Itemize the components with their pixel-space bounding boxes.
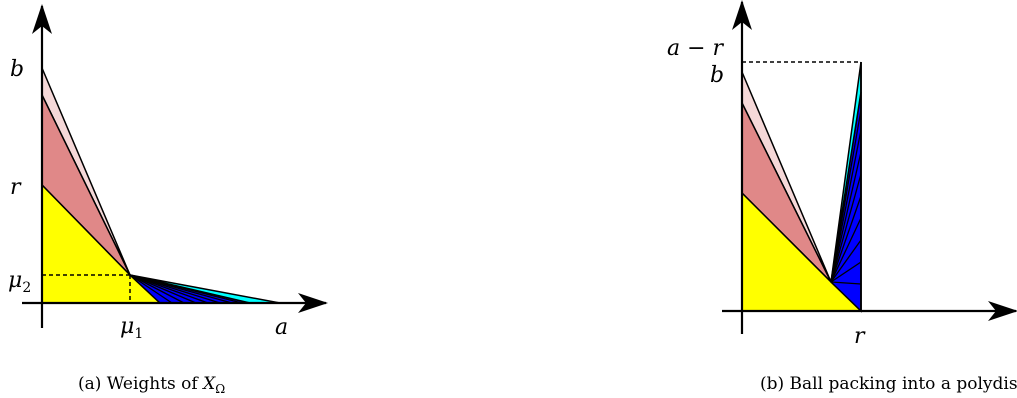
fan-lines-b	[830, 109, 862, 285]
label-r-a: r	[10, 175, 22, 200]
label-a-minus-r: a − r	[667, 36, 725, 61]
panel-b: a − r b r (b) Ball packing into a polydi…	[667, 0, 1017, 394]
panel-a: b r μ2 μ1 a (a) Weights of XΩ	[8, 4, 328, 396]
label-b-a: b	[10, 57, 24, 82]
label-mu2: μ2	[8, 268, 31, 296]
label-b-b: b	[710, 63, 724, 88]
fan-lines-a	[129, 274, 243, 304]
caption-a: (a) Weights of XΩ	[78, 374, 225, 396]
label-r-b: r	[854, 324, 866, 349]
caption-b: (b) Ball packing into a polydisk	[760, 374, 1017, 394]
label-a-axis: a	[275, 315, 288, 340]
label-mu1: μ1	[120, 314, 143, 342]
